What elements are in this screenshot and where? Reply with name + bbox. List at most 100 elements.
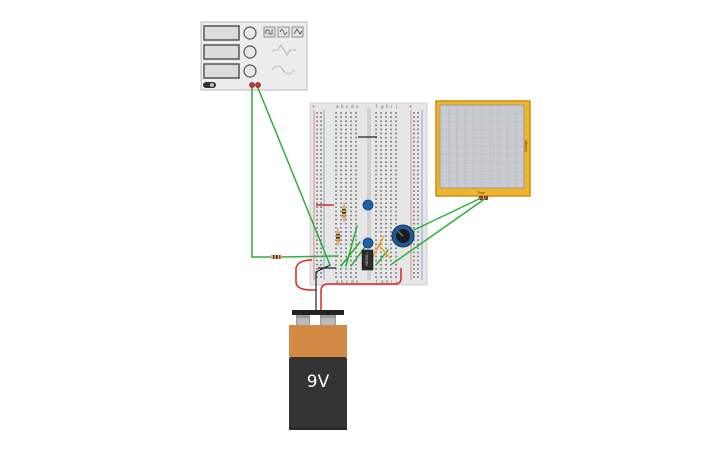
breadboard-hole[interactable]: [350, 169, 352, 172]
breadboard-hole[interactable]: [320, 239, 322, 241]
breadboard-hole[interactable]: [335, 124, 337, 127]
breadboard-hole[interactable]: [320, 259, 322, 262]
breadboard-hole[interactable]: [320, 251, 322, 254]
breadboard-hole[interactable]: [340, 251, 342, 254]
breadboard-hole[interactable]: [390, 276, 392, 278]
breadboard-hole[interactable]: [390, 128, 392, 131]
breadboard-hole[interactable]: [390, 259, 392, 262]
breadboard-hole[interactable]: [320, 194, 322, 196]
breadboard-hole[interactable]: [350, 136, 352, 139]
breadboard-hole[interactable]: [395, 181, 397, 184]
breadboard-hole[interactable]: [345, 128, 347, 131]
breadboard-hole[interactable]: [316, 247, 318, 250]
breadboard-hole[interactable]: [380, 235, 382, 237]
breadboard-hole[interactable]: [417, 268, 419, 270]
breadboard-hole[interactable]: [375, 198, 377, 200]
wire-fg-positive-to-resistor[interactable]: [251, 87, 272, 258]
breadboard-hole[interactable]: [316, 186, 318, 188]
breadboard-hole[interactable]: [355, 120, 357, 122]
breadboard-hole[interactable]: [375, 194, 377, 196]
breadboard-hole[interactable]: [417, 153, 419, 155]
breadboard-hole[interactable]: [320, 181, 322, 184]
breadboard-hole[interactable]: [320, 247, 322, 250]
breadboard-hole[interactable]: [390, 116, 392, 118]
breadboard-hole[interactable]: [316, 149, 318, 151]
breadboard-hole[interactable]: [375, 140, 377, 143]
breadboard-hole[interactable]: [385, 132, 387, 135]
breadboard-hole[interactable]: [355, 157, 357, 159]
breadboard-hole[interactable]: [380, 276, 382, 278]
breadboard-hole[interactable]: [395, 169, 397, 172]
breadboard-hole[interactable]: [316, 206, 318, 209]
breadboard-hole[interactable]: [413, 190, 415, 192]
breadboard-hole[interactable]: [380, 116, 382, 118]
breadboard-hole[interactable]: [413, 255, 415, 258]
breadboard-hole[interactable]: [417, 124, 419, 127]
breadboard-holes[interactable]: [316, 112, 419, 278]
breadboard-hole[interactable]: [380, 169, 382, 172]
breadboard-hole[interactable]: [380, 198, 382, 200]
breadboard-hole[interactable]: [380, 206, 382, 209]
breadboard-hole[interactable]: [417, 132, 419, 135]
breadboard-hole[interactable]: [355, 181, 357, 184]
breadboard-hole[interactable]: [345, 169, 347, 172]
breadboard-hole[interactable]: [355, 186, 357, 188]
breadboard-hole[interactable]: [320, 112, 322, 114]
breadboard-hole[interactable]: [380, 186, 382, 188]
breadboard-hole[interactable]: [390, 239, 392, 241]
breadboard-hole[interactable]: [413, 186, 415, 188]
breadboard-hole[interactable]: [320, 276, 322, 278]
breadboard-hole[interactable]: [320, 218, 322, 221]
breadboard-hole[interactable]: [417, 218, 419, 221]
breadboard-hole[interactable]: [375, 145, 377, 147]
breadboard-hole[interactable]: [417, 112, 419, 114]
breadboard-hole[interactable]: [350, 112, 352, 114]
breadboard-hole[interactable]: [335, 132, 337, 135]
breadboard-hole[interactable]: [340, 247, 342, 250]
breadboard-hole[interactable]: [355, 112, 357, 114]
breadboard-hole[interactable]: [385, 128, 387, 131]
breadboard-hole[interactable]: [375, 181, 377, 184]
breadboard-hole[interactable]: [316, 169, 318, 172]
breadboard-hole[interactable]: [385, 124, 387, 127]
oscilloscope[interactable]: Time Voltage: [435, 100, 531, 201]
breadboard-hole[interactable]: [395, 194, 397, 196]
wire-scope-to-breadboard-b[interactable]: [391, 197, 487, 265]
breadboard-hole[interactable]: [390, 227, 392, 229]
breadboard-hole[interactable]: [385, 272, 387, 274]
breadboard-hole[interactable]: [345, 227, 347, 229]
breadboard-hole[interactable]: [417, 251, 419, 254]
breadboard-hole[interactable]: [320, 198, 322, 200]
breadboard-hole[interactable]: [395, 157, 397, 159]
breadboard-hole[interactable]: [320, 145, 322, 147]
breadboard-hole[interactable]: [395, 202, 397, 204]
breadboard-hole[interactable]: [395, 124, 397, 127]
breadboard-hole[interactable]: [345, 116, 347, 118]
breadboard-hole[interactable]: [340, 116, 342, 118]
breadboard-hole[interactable]: [320, 231, 322, 233]
breadboard-hole[interactable]: [355, 222, 357, 225]
breadboard-hole[interactable]: [340, 112, 342, 114]
resistor-3[interactable]: [336, 228, 340, 246]
breadboard-hole[interactable]: [345, 120, 347, 122]
breadboard-hole[interactable]: [390, 149, 392, 151]
wire-rail-to-chip[interactable]: [295, 259, 316, 291]
breadboard-hole[interactable]: [316, 124, 318, 127]
breadboard-hole[interactable]: [375, 116, 377, 118]
breadboard-hole[interactable]: [335, 149, 337, 151]
breadboard-hole[interactable]: [320, 116, 322, 118]
breadboard-hole[interactable]: [335, 169, 337, 172]
breadboard-hole[interactable]: [375, 231, 377, 233]
breadboard-hole[interactable]: [320, 263, 322, 266]
breadboard-hole[interactable]: [375, 153, 377, 155]
breadboard-hole[interactable]: [380, 263, 382, 266]
breadboard-hole[interactable]: [390, 112, 392, 114]
resistor-2[interactable]: [342, 203, 346, 222]
breadboard-hole[interactable]: [417, 206, 419, 209]
breadboard-hole[interactable]: [395, 128, 397, 131]
breadboard-hole[interactable]: [350, 177, 352, 180]
breadboard-hole[interactable]: [385, 222, 387, 225]
breadboard-hole[interactable]: [417, 243, 419, 245]
breadboard-hole[interactable]: [385, 181, 387, 184]
breadboard-hole[interactable]: [413, 227, 415, 229]
